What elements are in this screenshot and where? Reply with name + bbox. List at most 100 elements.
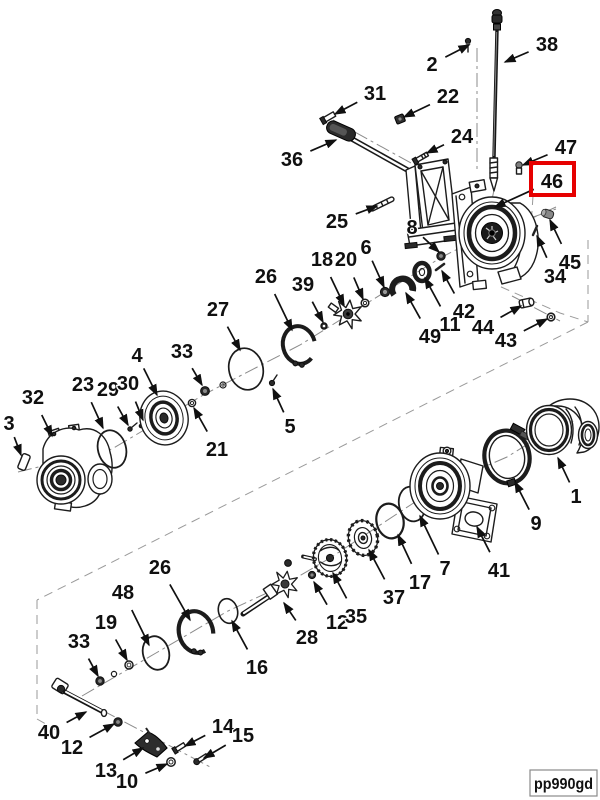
- part-washer-small: [219, 381, 227, 389]
- callout-label-33-16: 33: [171, 341, 193, 363]
- callout-label-26-14: 26: [255, 266, 277, 288]
- callout-arrow-23-18: [90, 401, 104, 430]
- callout-label-1-32: 1: [570, 486, 581, 508]
- part-43-ring: [546, 312, 556, 322]
- callout-arrow-27-15: [226, 326, 241, 352]
- callout-arrow-26-38: [169, 583, 191, 622]
- part-23-oring: [96, 429, 128, 469]
- callout-label-8-9: 8: [406, 217, 417, 239]
- callout-label-27-15: 27: [207, 299, 229, 321]
- callout-label-25-8: 25: [326, 211, 348, 233]
- part-40-oil-drain-tube: [51, 677, 108, 718]
- callout-label-23-18: 23: [72, 374, 94, 396]
- callout-arrow-3-22: [13, 436, 22, 457]
- callout-arrow-2-0: [444, 44, 471, 58]
- callout-arrow-48-39: [131, 609, 150, 647]
- callout-label-6-12: 6: [360, 237, 371, 259]
- callout-label-24-4: 24: [451, 126, 474, 148]
- callout-arrow-37-37: [368, 548, 386, 580]
- callout-label-34-30: 34: [544, 266, 567, 288]
- callout-arrow-45-31: [549, 218, 563, 245]
- callout-label-30-20: 30: [117, 373, 139, 395]
- part-27-oring: [227, 347, 265, 391]
- callout-arrow-16-42: [231, 619, 249, 650]
- callout-label-10-49: 10: [116, 771, 138, 793]
- callout-arrow-21-23: [193, 406, 208, 432]
- callout-label-18-10: 18: [311, 249, 333, 271]
- callout-label-16-42: 16: [246, 657, 268, 679]
- callout-arrow-33-16: [191, 367, 203, 387]
- callout-label-9-33: 9: [530, 513, 541, 535]
- callout-arrow-19-40: [114, 639, 128, 662]
- part-33-nut-upper: [200, 386, 210, 396]
- callout-arrow-12-47: [89, 723, 116, 739]
- callout-arrow-8-9: [422, 236, 441, 254]
- callout-arrow-31-2: [333, 101, 358, 115]
- figure-code-box: [529, 769, 598, 797]
- callout-arrow-17-36: [397, 533, 413, 565]
- callout-label-29-19: 29: [97, 379, 119, 401]
- callout-label-31-2: 31: [364, 83, 386, 105]
- callout-arrow-32-21: [40, 414, 53, 438]
- part-1-outlet-elbow: [525, 398, 600, 456]
- callout-arrow-28-43: [283, 601, 297, 621]
- callout-arrow-49-25: [405, 291, 421, 319]
- callout-label-12-44: 12: [326, 612, 348, 634]
- part-6-nut: [379, 286, 391, 298]
- part-12-nut-right: [307, 570, 317, 580]
- part-32-compressor-housing: [36, 423, 113, 512]
- callout-arrow-34-30: [536, 234, 548, 259]
- callout-arrow-26-14: [273, 293, 293, 332]
- callout-arrow-24-4: [425, 143, 445, 154]
- callout-arrow-47-6: [521, 153, 548, 166]
- callout-label-3-22: 3: [3, 413, 14, 435]
- callout-arrow-39-13: [311, 301, 324, 324]
- part-15-bolt: [193, 753, 209, 766]
- part-37-slinger: [346, 518, 380, 558]
- part-13-bracket: [134, 727, 168, 758]
- callout-label-41-34: 41: [488, 560, 510, 582]
- callout-label-35-45: 35: [345, 606, 367, 628]
- part-46-turbine-housing: [451, 178, 539, 291]
- callout-label-49-25: 49: [419, 326, 441, 348]
- highlight-box: [529, 161, 576, 197]
- callout-label-11-26: 11: [439, 314, 460, 336]
- part-41-bearing-housing: [409, 446, 498, 543]
- callout-label-48-39: 48: [112, 582, 134, 604]
- part-26-snap-ring-upper: [280, 324, 318, 368]
- part-31-bolt: [319, 111, 337, 126]
- part-washer-small-lower: [110, 670, 118, 678]
- part-11-thrust-collar: [412, 260, 432, 284]
- part-39-washer: [320, 322, 328, 330]
- part-47-fitting: [515, 161, 523, 175]
- callout-label-44-28: 44: [472, 317, 495, 339]
- part-42-pin: [434, 262, 446, 272]
- part-34-pin: [531, 224, 539, 237]
- callout-label-37-37: 37: [383, 587, 405, 609]
- callout-label-5-24: 5: [284, 416, 295, 438]
- part-33-nut-lower: [95, 676, 105, 686]
- part-22-nut: [394, 113, 406, 125]
- part-8-nut: [436, 251, 446, 261]
- part-19-ring: [124, 660, 134, 670]
- callout-label-46-7: 46: [541, 171, 563, 193]
- callout-label-28-43: 28: [296, 627, 318, 649]
- callout-label-32-21: 32: [22, 387, 44, 409]
- callout-arrow-5-24: [272, 387, 285, 413]
- callout-label-2-0: 2: [426, 54, 437, 76]
- callout-arrow-41-34: [476, 525, 491, 553]
- callout-arrow-40-46: [66, 711, 88, 724]
- part-4-backplate: [139, 390, 189, 446]
- callout-arrow-13-48: [122, 747, 145, 761]
- callout-arrow-33-41: [87, 658, 99, 678]
- callout-label-26-38: 26: [149, 557, 171, 579]
- callout-label-19-40: 19: [95, 612, 117, 634]
- part-12-nut-left: [113, 717, 123, 727]
- callout-label-33-41: 33: [68, 631, 90, 653]
- panel-boundaries: [36, 195, 589, 732]
- callout-label-14-50: 14: [212, 716, 235, 738]
- callout-arrow-43-29: [523, 318, 549, 332]
- part-26-snap-ring-lower: [176, 609, 216, 656]
- callout-arrow-29-19: [116, 406, 129, 427]
- callout-arrow-20-11: [353, 277, 364, 301]
